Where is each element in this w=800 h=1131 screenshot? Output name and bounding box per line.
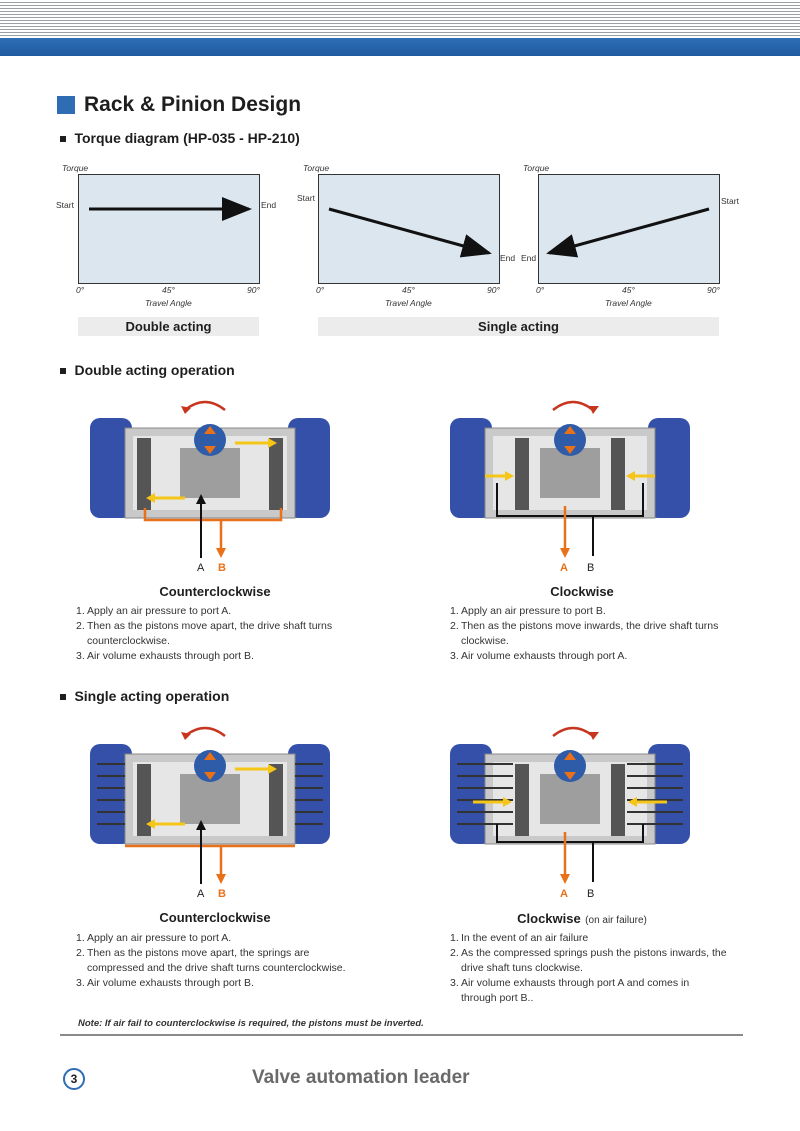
header-stripes xyxy=(0,0,800,38)
chart1-torque-label: Torque xyxy=(62,163,89,173)
actuator-icon xyxy=(450,400,690,558)
chart2-svg xyxy=(328,207,492,258)
single-cw-title: Clockwise xyxy=(517,911,581,926)
single-ccw-port-b: B xyxy=(218,888,226,900)
step-item: 2.Then as the pistons move apart, the sp… xyxy=(76,947,310,959)
single-ccw-steps: 1.Apply an air pressure to port A. 2.The… xyxy=(76,931,406,991)
chart1-tick-0: 0° xyxy=(76,285,85,295)
torque-section-title: Torque diagram (HP-035 - HP-210) xyxy=(74,130,300,146)
single-ccw-actuator-illustration xyxy=(85,714,335,904)
step-item: 2.As the compressed springs push the pis… xyxy=(450,947,727,959)
chart1-svg xyxy=(89,197,252,221)
page-title: Rack & Pinion Design xyxy=(84,93,302,116)
chart1-end-label: End xyxy=(261,200,277,210)
actuator-icon xyxy=(90,400,330,558)
step-item: 1.Apply an air pressure to port A. xyxy=(76,605,232,617)
chart2-x-label: Travel Angle xyxy=(385,298,432,308)
double-ccw-actuator-illustration xyxy=(85,388,335,578)
page-number: 3 xyxy=(63,1068,85,1090)
step-item-cont: counterclockwise. xyxy=(87,635,170,647)
torque-section-heading: Torque diagram (HP-035 - HP-210) xyxy=(60,130,300,148)
double-acting-label: Double acting xyxy=(78,317,259,336)
single-ccw-title: Counterclockwise xyxy=(159,910,271,925)
header-blue-band xyxy=(0,38,800,56)
step-item: 3.Air volume exhausts through port A. xyxy=(450,650,628,662)
single-cw-steps: 1.In the event of an air failure 2.As th… xyxy=(450,931,780,1006)
double-section-heading: Double acting operation xyxy=(60,362,235,380)
double-ccw-title: Counterclockwise xyxy=(159,584,271,599)
chart1-plot-area xyxy=(78,174,260,284)
single-ccw-port-a: A xyxy=(197,888,205,900)
chart3-series-line xyxy=(546,207,710,258)
double-cw-port-b: B xyxy=(587,562,595,574)
chart3-x-label: Travel Angle xyxy=(605,298,652,308)
double-ccw-steps: 1.Apply an air pressure to port A. 2.The… xyxy=(76,604,406,664)
step-item-cont: through port B.. xyxy=(461,992,534,1004)
double-ccw-port-b: B xyxy=(218,562,226,574)
chart1-tick-90: 90° xyxy=(247,285,260,295)
chart3-end-label: End xyxy=(521,253,537,263)
chart2-end-label: End xyxy=(500,253,516,263)
note-text: Note: If air fail to counterclockwise is… xyxy=(78,1018,424,1029)
chart2-tick-0: 0° xyxy=(316,285,325,295)
single-cw-title-suffix: (on air failure) xyxy=(585,915,647,926)
single-section-heading: Single acting operation xyxy=(60,688,229,706)
chart3-tick-45: 45° xyxy=(622,285,635,295)
double-cw-port-a: A xyxy=(560,562,568,574)
chart3-start-label: Start xyxy=(721,196,739,206)
chart3-tick-90: 90° xyxy=(707,285,720,295)
chart3-svg xyxy=(546,207,710,258)
step-item: 2.Then as the pistons move apart, the dr… xyxy=(76,620,333,632)
footer-divider xyxy=(60,1034,743,1036)
step-item: 3.Air volume exhausts through port B. xyxy=(76,650,254,662)
chart1-x-label: Travel Angle xyxy=(145,298,192,308)
step-item: 3.Air volume exhausts through port B. xyxy=(76,977,254,989)
chart2-tick-90: 90° xyxy=(487,285,500,295)
step-item: 1.Apply an air pressure to port B. xyxy=(450,605,606,617)
chart3-tick-0: 0° xyxy=(536,285,545,295)
chart2-plot-area xyxy=(318,174,500,284)
actuator-icon xyxy=(90,726,330,884)
footer-slogan: Valve automation leader xyxy=(252,1067,470,1088)
single-section-title: Single acting operation xyxy=(74,688,230,704)
bullet-icon xyxy=(60,135,66,142)
double-cw-actuator-illustration xyxy=(445,388,695,578)
single-cw-title-wrap: Clockwise (on air failure) xyxy=(440,910,724,928)
single-acting-label: Single acting xyxy=(318,317,719,336)
bullet-icon xyxy=(60,367,66,374)
bullet-icon xyxy=(60,693,66,700)
step-item: 3.Air volume exhausts through port A and… xyxy=(450,977,690,989)
chart3-plot-area xyxy=(538,174,720,284)
chart2-series-line xyxy=(328,207,492,258)
step-item-cont: clockwise. xyxy=(461,635,509,647)
single-cw-actuator-illustration xyxy=(445,714,695,904)
step-item: 2.Then as the pistons move inwards, the … xyxy=(450,620,719,632)
step-item-cont: drive shaft tuns clockwise. xyxy=(461,962,583,974)
single-cw-port-a: A xyxy=(560,888,568,900)
chart2-start-label: Start xyxy=(297,193,315,203)
chart1-tick-45: 45° xyxy=(162,285,175,295)
chart2-torque-label: Torque xyxy=(303,163,330,173)
actuator-icon xyxy=(450,726,690,884)
chart1-start-label: Start xyxy=(56,200,74,210)
heading-square-icon xyxy=(57,96,75,114)
step-item: 1.Apply an air pressure to port A. xyxy=(76,932,232,944)
chart3-torque-label: Torque xyxy=(523,163,550,173)
step-item-cont: compressed and the drive shaft turns cou… xyxy=(87,962,346,974)
single-cw-port-b: B xyxy=(587,888,595,900)
step-item: 1.In the event of an air failure xyxy=(450,932,589,944)
double-section-title: Double acting operation xyxy=(74,362,235,378)
double-ccw-port-a: A xyxy=(197,562,205,574)
double-cw-title: Clockwise xyxy=(550,584,614,599)
double-cw-steps: 1.Apply an air pressure to port B. 2.The… xyxy=(450,604,780,664)
chart2-tick-45: 45° xyxy=(402,285,415,295)
